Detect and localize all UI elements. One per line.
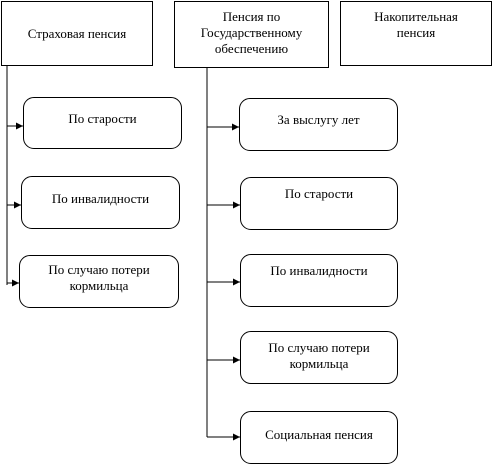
- funded-pension-box: Накопительная пенсия: [340, 1, 492, 66]
- state-social-pension-box: Социальная пенсия: [240, 411, 398, 464]
- state-disability-box: По инвалидности: [240, 254, 398, 307]
- insurance-pension-box: Страховая пенсия: [1, 1, 153, 66]
- state-survivor-box: По случаю потери кормильца: [240, 331, 398, 384]
- state-long-service-box: За выслугу лет: [239, 98, 398, 151]
- insurance-disability-box: По инвалидности: [21, 176, 180, 229]
- insurance-survivor-box: По случаю потери кормильца: [19, 255, 179, 308]
- state-old-age-box: По старости: [240, 177, 398, 230]
- insurance-old-age-box: По старости: [23, 97, 182, 149]
- state-pension-box: Пенсия по Государственному обеспечению: [174, 1, 329, 68]
